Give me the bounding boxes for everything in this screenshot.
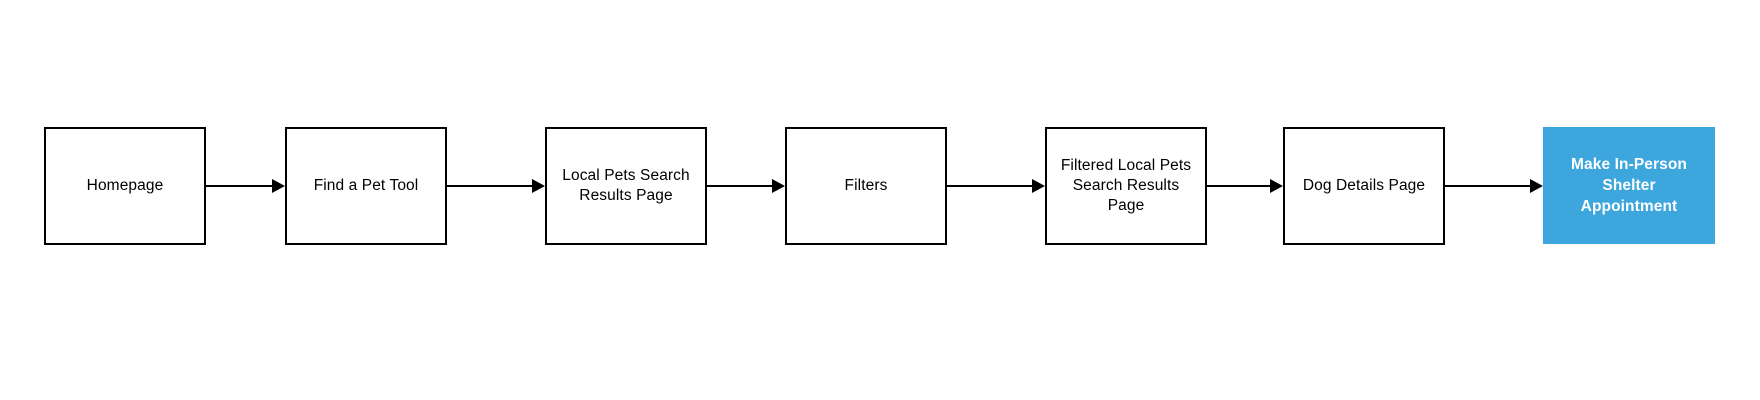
edge-dog-details-page-to-make-in-person-shelter-appointment — [1445, 174, 1543, 198]
edge-filters-to-filtered-local-pets-search-results-page — [945, 174, 1045, 198]
node-filtered-local-pets-search-results-page[interactable]: Filtered Local Pets Search Results Page — [1045, 127, 1207, 245]
node-make-in-person-shelter-appointment[interactable]: Make In-Person Shelter Appointment — [1543, 127, 1715, 244]
node-find-a-pet-tool-label: Find a Pet Tool — [313, 177, 419, 194]
node-homepage[interactable]: Homepage — [44, 127, 206, 245]
node-dog-details-page-label: Dog Details Page — [1302, 177, 1426, 194]
node-filters-label: Filters — [844, 177, 888, 194]
edge-filtered-local-pets-search-results-page-to-dog-details-page — [1205, 174, 1283, 198]
node-local-pets-search-results-page-label: Local Pets Search Results Page — [562, 167, 690, 204]
node-local-pets-search-results-page[interactable]: Local Pets Search Results Page — [545, 127, 707, 245]
node-filters[interactable]: Filters — [785, 127, 947, 245]
edge-find-a-pet-tool-to-local-pets-search-results-page — [447, 174, 545, 198]
node-filtered-local-pets-search-results-page-label: Filtered Local Pets Search Results Page — [1060, 157, 1192, 214]
node-homepage-label: Homepage — [86, 177, 164, 194]
node-find-a-pet-tool[interactable]: Find a Pet Tool — [285, 127, 447, 245]
edge-homepage-to-find-a-pet-tool — [206, 174, 285, 198]
node-make-in-person-shelter-appointment-label: Make In-Person Shelter Appointment — [1571, 156, 1687, 215]
node-dog-details-page[interactable]: Dog Details Page — [1283, 127, 1445, 245]
edge-local-pets-search-results-page-to-filters — [707, 174, 785, 198]
